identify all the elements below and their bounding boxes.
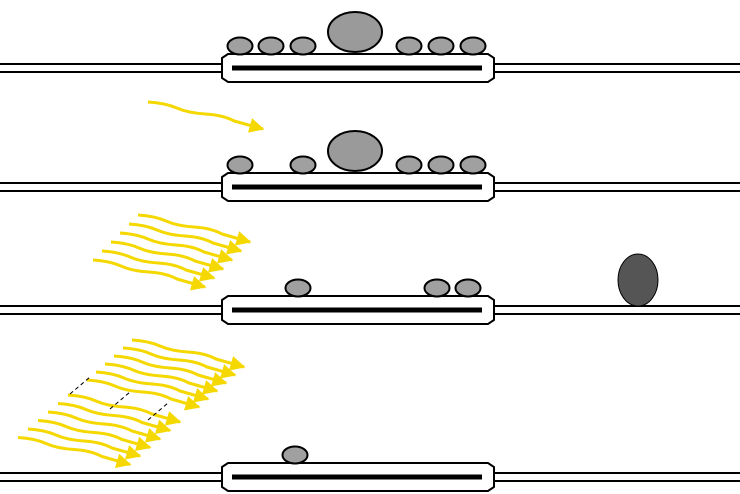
- dashed-link: [109, 391, 131, 410]
- small-particle: [284, 278, 312, 298]
- large-particle: [327, 130, 383, 172]
- dashed-link: [147, 402, 169, 421]
- photon: [27, 427, 142, 460]
- photon: [67, 393, 182, 426]
- panel-4: [0, 338, 740, 492]
- photon: [147, 100, 265, 133]
- small-particle: [289, 36, 317, 56]
- small-particle: [459, 36, 487, 56]
- small-particle: [281, 445, 309, 465]
- photon: [110, 240, 225, 273]
- photon: [119, 231, 234, 264]
- small-particle: [257, 36, 285, 56]
- panel-2: [0, 100, 740, 202]
- dashed-link: [69, 376, 91, 395]
- photon: [95, 370, 210, 403]
- photon: [92, 258, 207, 291]
- small-particle: [423, 278, 451, 298]
- photon: [47, 410, 162, 443]
- channel-core: [232, 307, 482, 313]
- large-particle: [327, 11, 383, 53]
- small-particle: [226, 36, 254, 56]
- photon: [101, 249, 216, 282]
- photon: [113, 354, 228, 387]
- small-particle: [459, 155, 487, 175]
- photon: [128, 222, 243, 255]
- photon: [104, 362, 219, 395]
- small-particle: [454, 278, 482, 298]
- photon: [17, 436, 132, 469]
- panels-layer: [0, 11, 740, 492]
- photon: [131, 338, 246, 371]
- channel-core: [232, 474, 482, 480]
- small-particle: [395, 155, 423, 175]
- panel-1: [0, 11, 740, 83]
- small-particle: [427, 155, 455, 175]
- small-particle: [289, 155, 317, 175]
- channel-core: [232, 184, 482, 190]
- photon: [86, 378, 201, 411]
- photon: [37, 419, 152, 452]
- detached-particle: [617, 253, 659, 307]
- panel-3: [0, 213, 740, 325]
- photon: [57, 402, 172, 435]
- channel-core: [232, 65, 482, 71]
- small-particle: [226, 155, 254, 175]
- photon: [137, 213, 252, 246]
- small-particle: [395, 36, 423, 56]
- small-particle: [427, 36, 455, 56]
- photon: [122, 346, 237, 379]
